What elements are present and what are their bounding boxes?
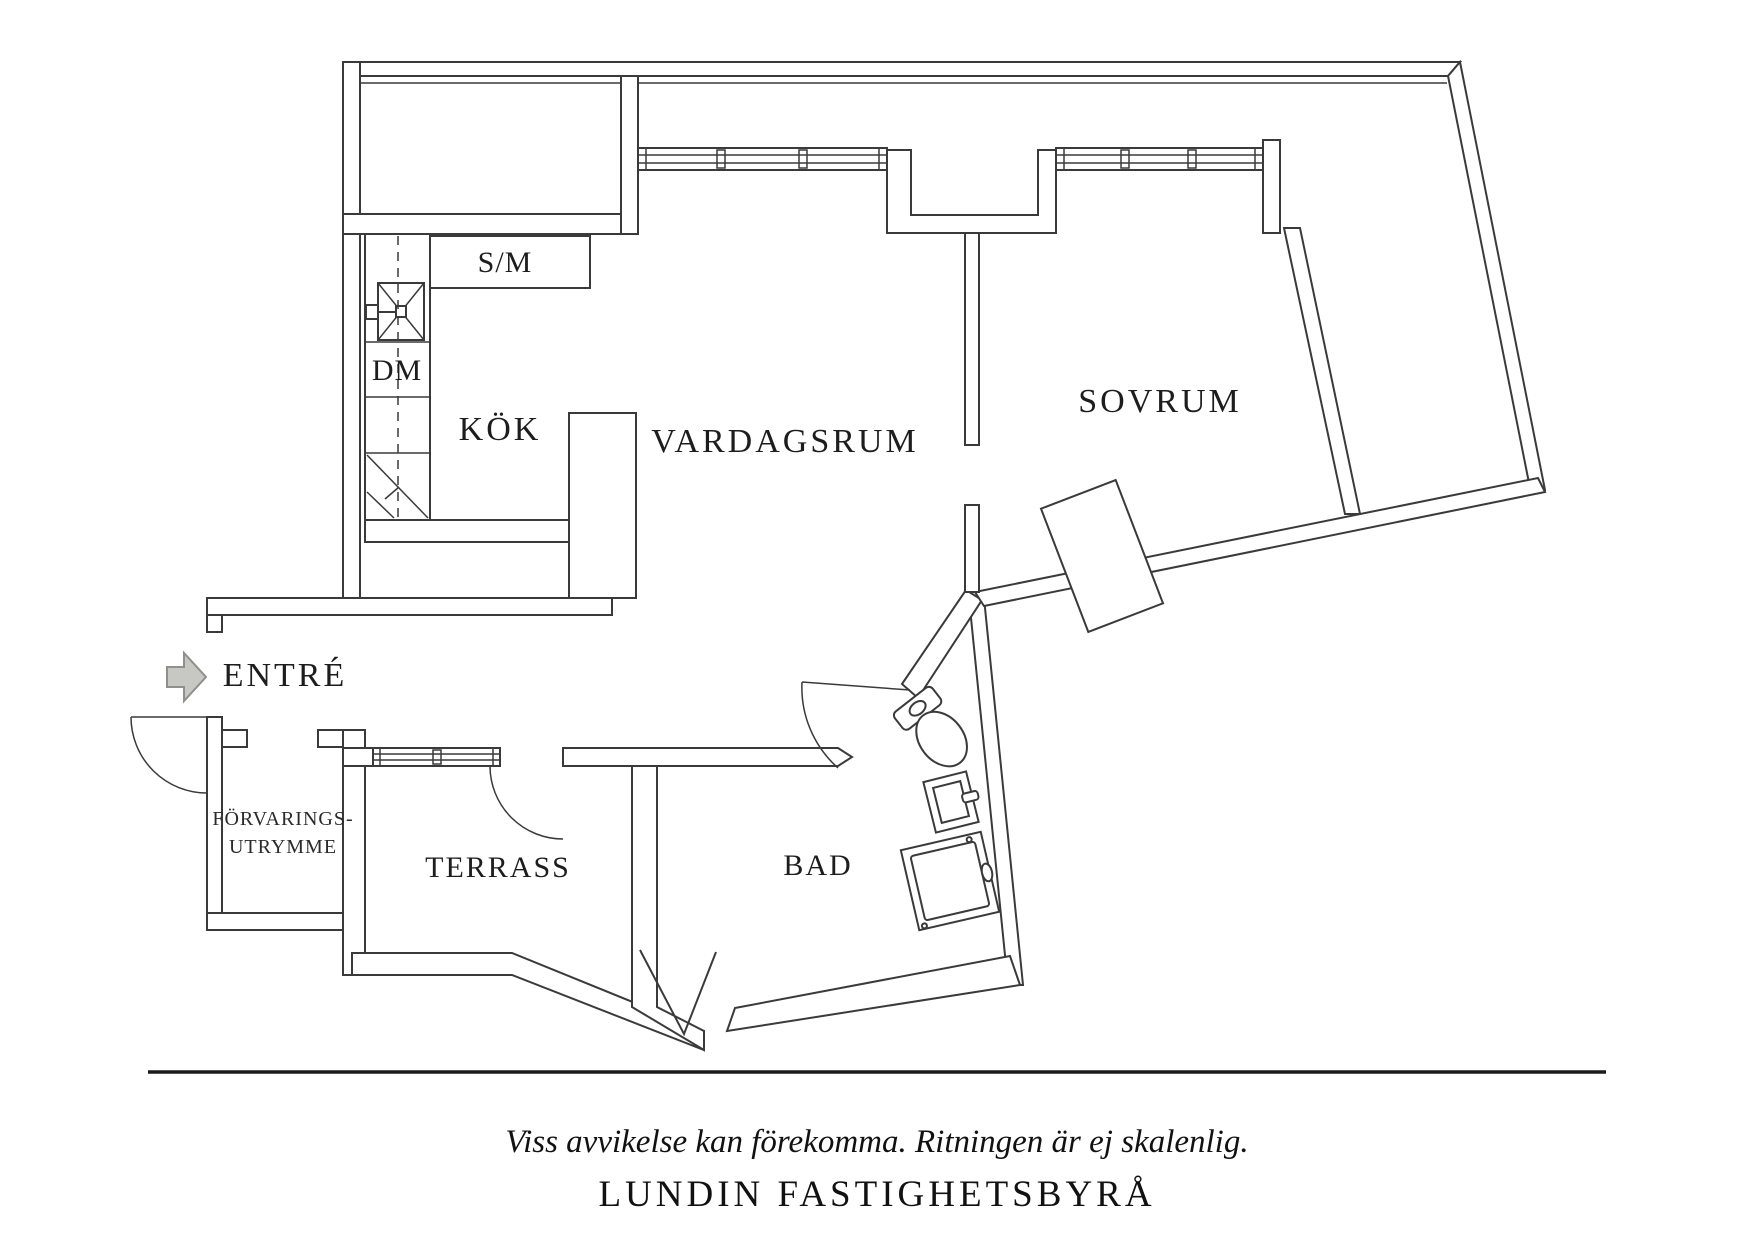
wall-left-outer	[342, 61, 361, 599]
wall-divider-stub	[964, 504, 980, 593]
wall-window-niche	[886, 149, 1057, 234]
wall-terrass-right	[631, 765, 705, 1052]
kitchen-counter	[364, 519, 570, 543]
wall-right-slant	[1446, 59, 1547, 495]
label-forvaring-line1: FÖRVARINGS-	[212, 807, 353, 830]
wall-forvaring-jamb-left	[221, 729, 248, 748]
kitchen-sm-cabinet	[429, 235, 591, 289]
kitchen-island	[568, 412, 637, 599]
label-vardagsrum: VARDAGSRUM	[651, 423, 918, 460]
label-dm: DM	[372, 354, 422, 387]
doors	[130, 681, 911, 840]
bad-door-swing	[801, 681, 911, 769]
windows	[372, 147, 1264, 767]
wall-forvaring-bottom	[206, 912, 353, 931]
kitchen-corner-cabinet	[366, 454, 429, 519]
sovrum-wardrobe	[1039, 478, 1165, 634]
label-sovrum: SOVRUM	[1078, 383, 1241, 420]
wall-bad-door-angled	[900, 588, 984, 700]
vardagsrum-window	[637, 147, 888, 171]
terrass-window	[372, 747, 501, 767]
footer-agency: LUNDIN FASTIGHETSBYRÅ	[598, 1174, 1155, 1215]
label-kok: KÖK	[459, 411, 542, 448]
toilet	[892, 685, 968, 768]
wall-forvaring-jamb-right	[317, 729, 344, 748]
wall-bad-top	[562, 747, 854, 767]
label-forvaring-line2: UTRYMME	[229, 836, 337, 858]
terrass-door-swing	[489, 765, 564, 840]
wall-sovrum-window-jamb	[1262, 139, 1281, 234]
shower	[899, 830, 1001, 932]
bathroom-sink	[922, 770, 980, 834]
wall-bad-bottom	[725, 954, 1022, 1033]
footer-disclaimer: Viss avvikelse kan förekomma. Ritningen …	[505, 1124, 1248, 1160]
wall-bad-top-left	[342, 747, 374, 767]
entrance-arrow-icon	[166, 650, 208, 704]
wall-entre-top	[206, 597, 613, 616]
wall-left-lower-a	[206, 614, 223, 633]
label-entre: ENTRÉ	[223, 657, 348, 694]
wall-zigzag-detail	[639, 949, 717, 1037]
sovrum-window	[1055, 147, 1264, 171]
wall-closet-bottom	[342, 213, 639, 235]
room-labels: S/M DM KÖK VARDAGSRUM SOVRUM ENTRÉ FÖRVA…	[212, 246, 1241, 884]
kitchen-fittings	[364, 233, 637, 599]
wall-closet-right	[620, 75, 639, 235]
bathroom-fixtures	[892, 685, 1001, 932]
wall-divider-vardagsrum-sovrum	[964, 232, 980, 446]
label-bad: BAD	[783, 849, 852, 882]
kitchen-sink	[365, 282, 425, 341]
walls	[206, 59, 1547, 1052]
wall-sovrum-strip-partition	[1282, 227, 1362, 515]
wall-top-facade	[342, 61, 1463, 77]
label-terrass: TERRASS	[425, 851, 571, 884]
entrance-door-swing	[130, 716, 208, 794]
footer: Viss avvikelse kan förekomma. Ritningen …	[148, 1070, 1606, 1215]
label-sm: S/M	[478, 246, 533, 279]
